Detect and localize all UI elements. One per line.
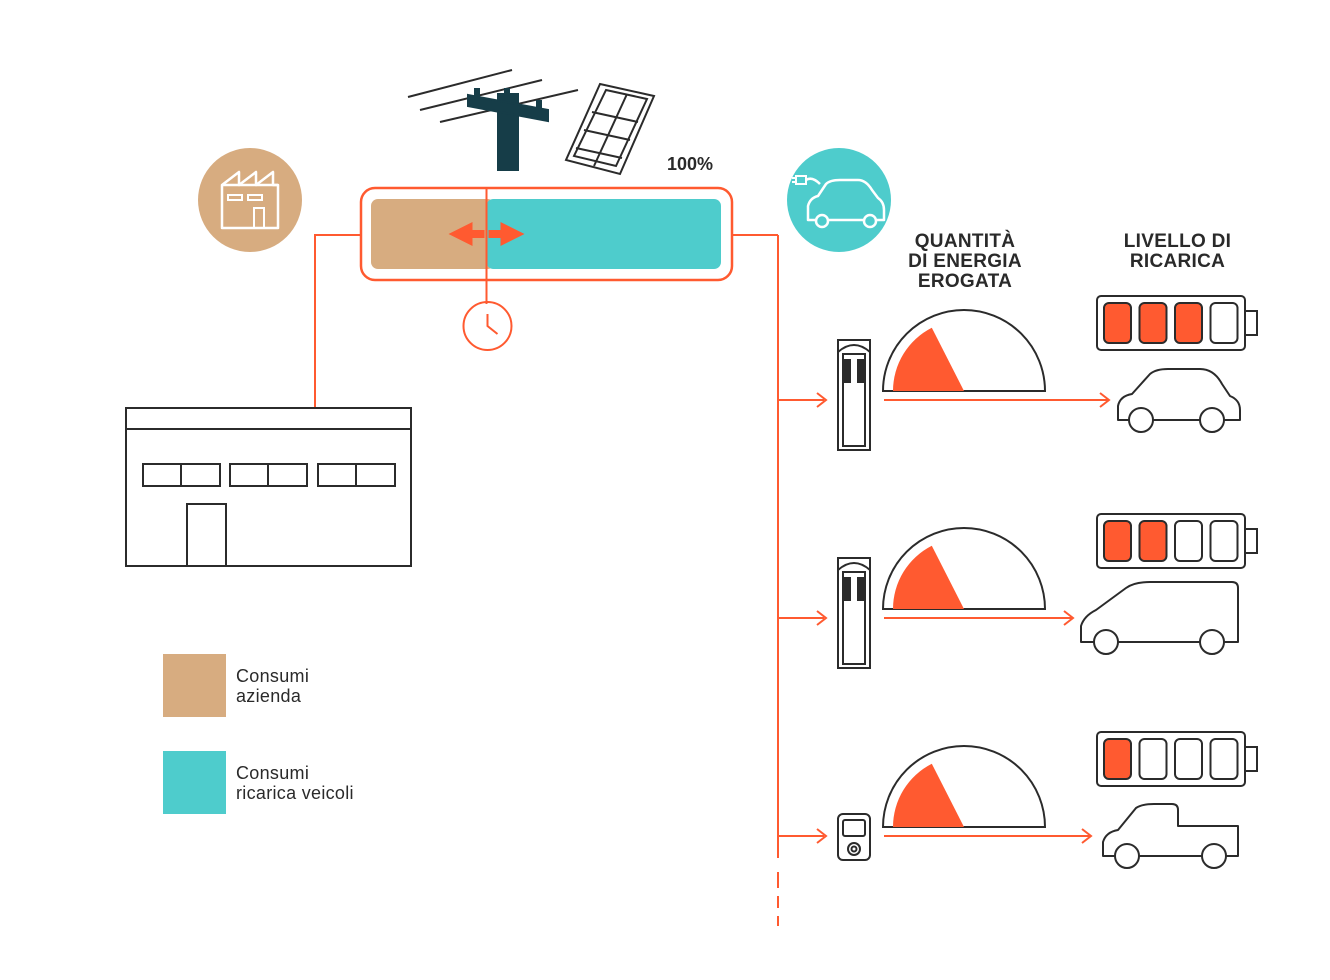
feed-arrow-icon xyxy=(816,828,828,844)
energy-split-bar xyxy=(359,186,734,304)
gauge-fill xyxy=(893,327,964,391)
battery-cell-empty xyxy=(1209,738,1239,780)
van-icon xyxy=(1080,581,1239,655)
battery-cell-empty xyxy=(1174,738,1203,780)
energy-gauge xyxy=(881,527,1047,610)
charging-column-icon xyxy=(837,339,871,451)
battery-cell-empty xyxy=(1209,520,1239,562)
wallbox-charger-icon xyxy=(837,813,871,861)
battery-cell-filled xyxy=(1138,302,1168,344)
battery-cell-filled xyxy=(1103,520,1132,562)
solar-panel-icon xyxy=(564,82,656,176)
legend-swatch-vehicles xyxy=(163,751,226,814)
bar-vehicles-segment xyxy=(486,199,721,269)
battery-cell-filled xyxy=(1103,738,1132,780)
battery-cell-empty xyxy=(1174,520,1203,562)
battery-cell-filled xyxy=(1174,302,1203,344)
charger-row xyxy=(778,731,1258,869)
delivery-arrow-icon xyxy=(1081,828,1093,844)
gauge-fill xyxy=(893,545,964,609)
ev-plug-car-icon xyxy=(787,148,891,252)
legend-swatch-company xyxy=(163,654,226,717)
feed-arrow-icon xyxy=(816,610,828,626)
legend-label-company: Consumi azienda xyxy=(236,666,310,706)
charging-column-icon xyxy=(837,557,871,669)
feed-arrow-icon xyxy=(816,392,828,408)
battery-icon xyxy=(1096,295,1258,351)
battery-cell-empty xyxy=(1209,302,1239,344)
bar-company-segment xyxy=(371,199,495,269)
clock-icon xyxy=(462,301,513,351)
battery-cell-filled xyxy=(1138,520,1168,562)
battery-cell-filled xyxy=(1103,302,1132,344)
charger-row xyxy=(778,295,1258,451)
power-pole-icon xyxy=(407,69,579,171)
charger-rows xyxy=(778,295,1258,869)
delivery-arrow-icon xyxy=(1099,392,1111,408)
battery-cell-empty xyxy=(1138,738,1168,780)
delivery-arrow-icon xyxy=(1063,610,1075,626)
battery-icon xyxy=(1096,731,1258,787)
city-car-icon xyxy=(1117,368,1241,433)
gauge-fill xyxy=(893,763,964,827)
energy-gauge xyxy=(881,745,1047,828)
bar-double-arrow-icon xyxy=(448,222,525,246)
factory-icon xyxy=(198,148,302,252)
legend-label-vehicles: Consumi ricarica veicoli xyxy=(236,763,354,803)
distribution-lines xyxy=(314,234,779,926)
energy-gauge xyxy=(881,309,1047,392)
pickup-icon xyxy=(1102,803,1239,869)
building-icon xyxy=(125,407,412,567)
charger-row xyxy=(778,513,1258,669)
battery-icon xyxy=(1096,513,1258,569)
charge-level-header: LIVELLO DI RICARICA xyxy=(1123,231,1232,272)
energy-delivered-header: QUANTITÀ DI ENERGIA EROGATA xyxy=(908,231,1022,292)
bar-percent-label: 100% xyxy=(667,154,714,174)
